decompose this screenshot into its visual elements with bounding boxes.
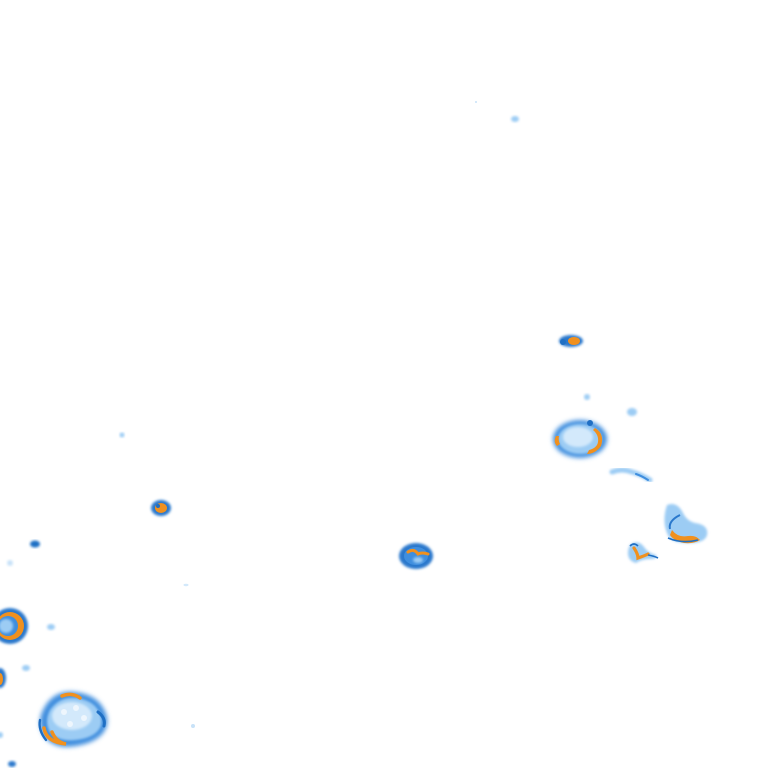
speck-right-cluster [119,394,637,438]
blob-small-left [151,500,171,516]
blob-right-lower [628,542,659,563]
streak-right [609,467,653,483]
speck-left [7,540,195,728]
blob-small-right-upper [559,335,583,347]
blob-large-bottom-left [0,691,108,767]
blob-ring-left-edge [0,608,28,644]
blob-center [399,543,433,569]
blob-far-right [664,504,708,544]
speck-top [475,101,519,122]
blob-large-right [553,420,607,458]
blob-edge-sliver [0,668,6,688]
